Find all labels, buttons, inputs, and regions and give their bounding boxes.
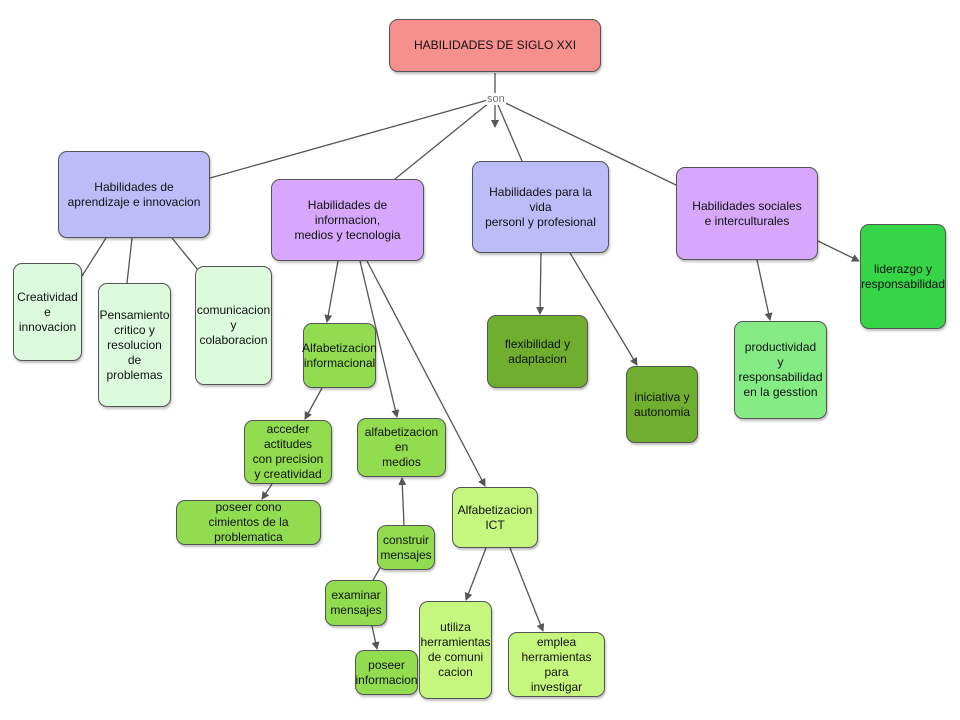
connector-n2-to-n2b (359, 260, 400, 418)
connector-n4-to-n4a (817, 240, 860, 262)
connector-n2a1-to-n2a2 (261, 483, 273, 500)
node-n3a: flexibilidad y adaptacion (487, 315, 588, 388)
node-n2a2: poseer cono cimientos de la problematica (176, 500, 321, 545)
node-n4b: productividad y responsabilidad en la ge… (734, 321, 827, 419)
node-root: HABILIDADES DE SIGLO XXI (389, 19, 601, 72)
node-n4: Habilidades sociales e interculturales (676, 167, 818, 260)
node-n2: Habilidades de informacion, medios y tec… (271, 179, 424, 261)
connector-n2b1-to-n2b2 (371, 567, 381, 583)
connector-root-to-n4 (494, 97, 677, 186)
connector-n2b1-to-n2b (398, 477, 407, 526)
connector-n4-to-n4b (756, 259, 773, 321)
connector-n3-to-n3a (536, 252, 545, 315)
connector-n2-to-n2c (366, 260, 486, 487)
connector-n1-to-n1a (81, 237, 107, 277)
node-n2c: Alfabetizacion ICT (452, 487, 538, 548)
node-n1c: comunicacion y colaboracion (195, 266, 272, 385)
connector-n1-to-n1b (126, 237, 133, 284)
connector-root-to-n3 (494, 97, 523, 162)
connector-n2-to-n2a (324, 260, 339, 323)
node-n2b3: poseer informacion (355, 650, 418, 695)
connector-root-to-n1 (209, 97, 496, 179)
node-n4a: liderazgo y responsabilidad (860, 224, 946, 329)
connector-n1-to-n1c (171, 237, 199, 271)
node-n2c2: emplea herramientas para investigar (508, 632, 605, 697)
node-n2a: Alfabetizacion informacional (302, 323, 377, 388)
link-label-son: son (486, 93, 506, 105)
connector-n2a-to-n2a1 (304, 387, 323, 420)
node-n2b2: examinar mensajes (325, 580, 387, 626)
connector-root-to-n2 (394, 97, 496, 180)
node-n1: Habilidades de aprendizaje e innovacion (58, 151, 210, 238)
node-n1b: Pensamiento critico y resolucion de prob… (98, 283, 171, 407)
node-n3: Habilidades para la vida personl y profe… (472, 161, 609, 253)
node-n2b1: construir mensajes (377, 525, 435, 570)
connector-n2c-to-n2c2 (509, 547, 545, 632)
node-n2a1: acceder actitudes con precision y creati… (244, 420, 332, 484)
node-n3b: iniciativa y autonomia (626, 366, 698, 443)
connector-n3-to-n3b (569, 252, 638, 366)
node-n1a: Creatividad e innovacion (13, 263, 82, 361)
node-n2c1: utiliza herramientas de comuni cacion (419, 601, 492, 699)
node-n2b: alfabetizacion en medios (357, 418, 446, 477)
connector-n2c-to-n2c1 (464, 547, 487, 601)
connector-n2b2-to-n2b3 (371, 625, 380, 650)
